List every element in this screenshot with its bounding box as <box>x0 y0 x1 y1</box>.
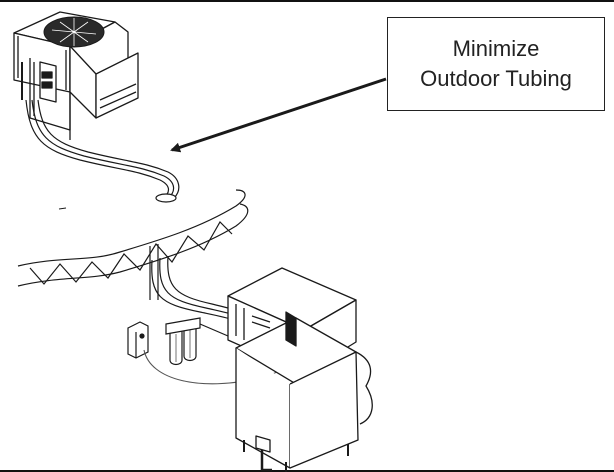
water-filter-cartridges <box>165 317 229 366</box>
outdoor-line-set <box>25 99 180 203</box>
callout-arrow-icon <box>170 77 387 153</box>
top-frame-border <box>0 0 614 2</box>
callout-line-2: Outdoor Tubing <box>420 66 572 91</box>
callout-line-1: Minimize <box>452 36 540 61</box>
ice-machine-on-bin <box>227 267 373 472</box>
electrical-disconnect-box <box>127 321 149 359</box>
minimize-outdoor-tubing-callout: Minimize Outdoor Tubing <box>387 17 605 111</box>
ceiling-mark <box>58 207 67 210</box>
roof-truss-section <box>17 189 249 300</box>
bottom-frame-border <box>0 470 614 472</box>
condenser-fan-icon <box>43 16 105 48</box>
